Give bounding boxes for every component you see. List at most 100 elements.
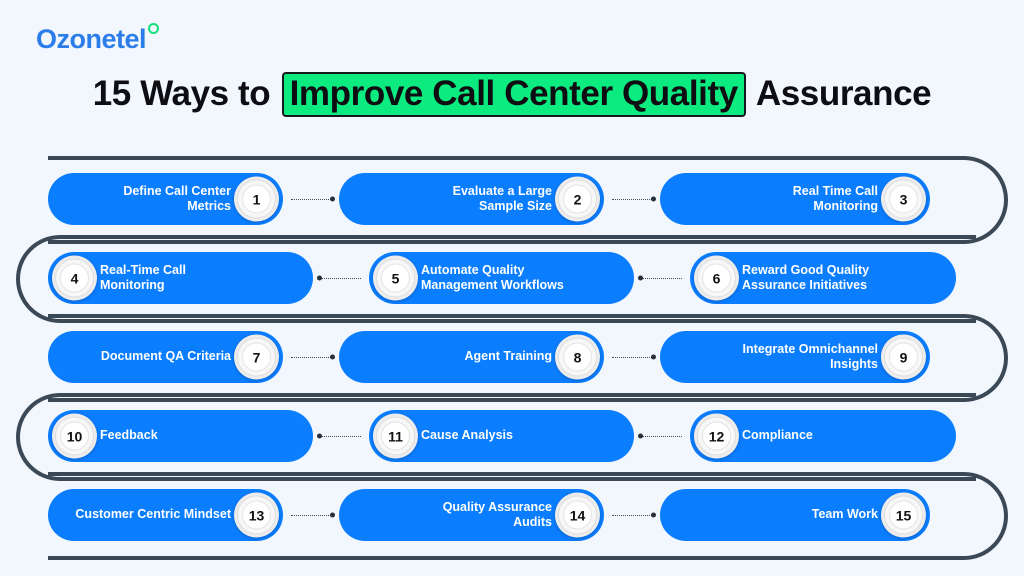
step-number: 6: [712, 270, 721, 286]
step-number-badge: 4: [52, 255, 97, 301]
step-label: Reward Good Quality Assurance Initiative…: [742, 262, 870, 292]
title-before: 15 Ways to: [92, 74, 280, 113]
step-number: 10: [66, 428, 83, 444]
flow-row-items: Customer Centric Mindset 13 Quality Assura…: [48, 486, 976, 544]
step-number: 5: [391, 270, 400, 286]
connector-dots: [321, 436, 361, 437]
step-pill[interactable]: Evaluate a Large Sample Size 2: [339, 173, 604, 225]
step-number-badge: 12: [694, 413, 739, 459]
step-label: Cause Analysis: [421, 428, 513, 443]
step-connector: [283, 350, 339, 364]
step-pill[interactable]: Team Work 15: [660, 489, 930, 541]
step-label: Document QA Criteria: [100, 349, 231, 364]
step-number-badge: 10: [52, 413, 97, 459]
connector-dots: [612, 515, 652, 516]
connector-dot-cap: [638, 275, 643, 281]
connector-dots: [612, 357, 652, 358]
step-pill[interactable]: Compliance 12: [690, 410, 956, 462]
connector-dots: [612, 199, 652, 200]
step-number-badge: 9: [881, 334, 926, 380]
step-number-badge: 8: [555, 334, 600, 380]
step-label: Integrate Omnichannel Insights: [742, 341, 878, 371]
title-highlight: Improve Call Center Quality: [281, 72, 746, 117]
step-label: Compliance: [742, 428, 813, 443]
step-pill[interactable]: Reward Good Quality Assurance Initiative…: [690, 252, 956, 304]
connector-dot-cap: [651, 196, 656, 202]
step-number-badge: 6: [694, 255, 739, 301]
step-pill[interactable]: Real Time Call Monitoring 3: [660, 173, 930, 225]
step-pill[interactable]: Quality Assurance Audits 14: [339, 489, 604, 541]
flow-row: Define Call Center Metrics 1 Evaluate a La…: [0, 152, 1024, 244]
step-number-badge: 13: [234, 492, 279, 538]
step-number: 8: [573, 349, 582, 365]
step-pill[interactable]: Integrate Omnichannel Insights 9: [660, 331, 930, 383]
step-number: 7: [252, 349, 261, 365]
flow-row: Real-Time Call Monitoring 4 Automate Quali…: [0, 231, 1024, 323]
connector-dot-cap: [330, 354, 335, 360]
connector-dot-cap: [317, 433, 322, 439]
step-label: Quality Assurance Audits: [442, 499, 552, 529]
connector-dot-cap: [651, 354, 656, 360]
step-connector: [604, 508, 660, 522]
step-number: 2: [573, 191, 582, 207]
step-label: Automate Quality Management Workflows: [421, 262, 564, 292]
step-pill[interactable]: Automate Quality Management Workflows 5: [369, 252, 634, 304]
step-number: 3: [899, 191, 908, 207]
step-number: 9: [899, 349, 908, 365]
steps-flow: Define Call Center Metrics 1 Evaluate a La…: [0, 152, 1024, 560]
step-number-badge: 5: [373, 255, 418, 301]
step-label: Real Time Call Monitoring: [792, 183, 878, 213]
step-number-badge: 7: [234, 334, 279, 380]
step-label: Agent Training: [464, 349, 553, 364]
step-connector: [634, 429, 690, 443]
step-label: Define Call Center Metrics: [123, 183, 231, 213]
flow-row: Document QA Criteria 7 Agent Training 8 Inte…: [0, 310, 1024, 402]
connector-dot-cap: [330, 196, 335, 202]
step-label: Real-Time Call Monitoring: [100, 262, 186, 292]
step-number-badge: 14: [555, 492, 600, 538]
flow-row-items: Define Call Center Metrics 1 Evaluate a La…: [48, 170, 976, 228]
step-label: Team Work: [811, 507, 878, 522]
step-number: 11: [388, 428, 403, 444]
step-connector: [634, 271, 690, 285]
step-connector: [604, 192, 660, 206]
page-title: 15 Ways to Improve Call Center Quality A…: [0, 72, 1024, 117]
step-pill[interactable]: Real-Time Call Monitoring 4: [48, 252, 313, 304]
step-connector: [313, 271, 369, 285]
step-connector: [604, 350, 660, 364]
step-number: 1: [252, 191, 261, 207]
connector-dot-cap: [330, 512, 335, 518]
step-connector: [313, 429, 369, 443]
step-number: 15: [895, 507, 912, 523]
step-connector: [283, 508, 339, 522]
connector-dots: [291, 515, 331, 516]
step-number-badge: 15: [881, 492, 926, 538]
step-number: 4: [70, 270, 79, 286]
connector-dots: [291, 199, 331, 200]
step-label: Customer Centric Mindset: [75, 507, 231, 522]
step-pill[interactable]: Define Call Center Metrics 1: [48, 173, 283, 225]
step-pill[interactable]: Customer Centric Mindset 13: [48, 489, 283, 541]
connector-dot-cap: [638, 433, 643, 439]
step-number-badge: 1: [234, 176, 279, 222]
step-number: 14: [569, 507, 586, 523]
brand-logo: Ozonetel: [36, 23, 160, 54]
step-number: 12: [708, 428, 725, 444]
flow-row-items: Document QA Criteria 7 Agent Training 8 Inte…: [48, 328, 976, 386]
connector-dots: [642, 278, 682, 279]
step-label: Evaluate a Large Sample Size: [452, 183, 552, 213]
step-number-badge: 2: [555, 176, 600, 222]
connector-dots: [321, 278, 361, 279]
step-number: 13: [248, 507, 265, 523]
step-pill[interactable]: Document QA Criteria 7: [48, 331, 283, 383]
step-pill[interactable]: Cause Analysis 11: [369, 410, 634, 462]
step-number-badge: 3: [881, 176, 926, 222]
flow-row: Customer Centric Mindset 13 Quality Assura…: [0, 468, 1024, 560]
connector-dots: [642, 436, 682, 437]
brand-name: Ozonetel: [36, 24, 147, 54]
step-pill[interactable]: Agent Training 8: [339, 331, 604, 383]
connector-dot-cap: [651, 512, 656, 518]
